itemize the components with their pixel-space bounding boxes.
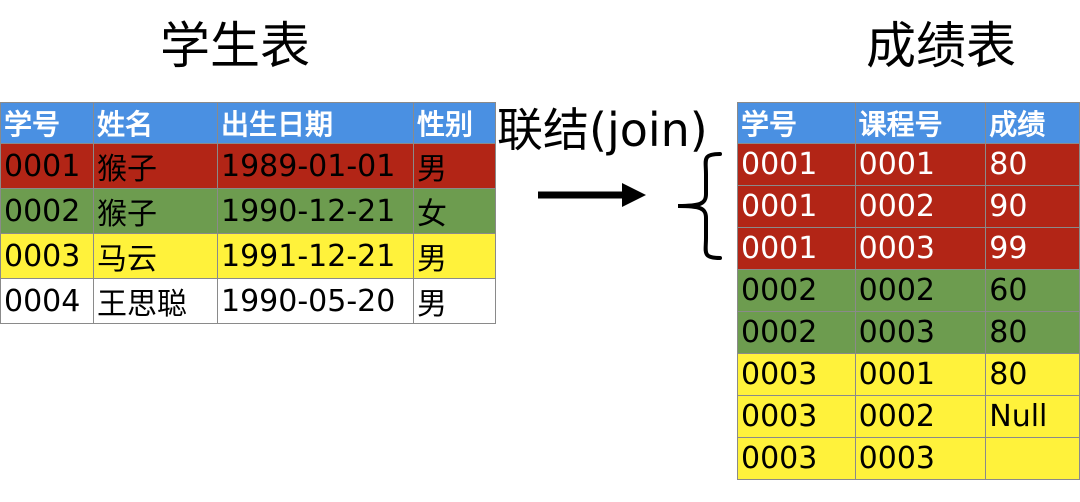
table-row: 0002 0003 80	[737, 311, 1080, 354]
students-table-header-row: 学号 姓名 出生日期 性别	[0, 102, 496, 144]
scores-table-header-row: 学号 课程号 成绩	[737, 102, 1080, 144]
table-cell: 0001	[0, 143, 94, 189]
table-row: 0004 王思聪 1990-05-20 男	[0, 278, 496, 324]
header-cell: 性别	[413, 102, 496, 144]
header-cell: 出生日期	[217, 102, 414, 144]
table-cell: 0001	[737, 227, 856, 270]
table-cell: 0003	[0, 233, 94, 279]
table-row: 0002 猴子 1990-12-21 女	[0, 188, 496, 234]
table-cell: 0004	[0, 278, 94, 324]
table-cell: 0003	[737, 437, 856, 480]
table-cell: 80	[985, 311, 1080, 354]
table-cell: 王思聪	[93, 278, 218, 324]
table-cell	[985, 437, 1080, 480]
header-cell: 成绩	[985, 102, 1080, 144]
table-cell: 99	[985, 227, 1080, 270]
table-cell: 0002	[737, 311, 856, 354]
table-cell: 0003	[854, 311, 987, 354]
table-cell: 女	[413, 188, 496, 234]
table-row: 0003 0002 Null	[737, 395, 1080, 438]
table-cell: 80	[985, 353, 1080, 396]
table-cell: 0002	[854, 395, 987, 438]
table-cell: 0002	[854, 269, 987, 312]
table-cell: 1990-12-21	[217, 188, 414, 234]
header-cell: 学号	[0, 102, 94, 144]
table-cell: 0002	[854, 185, 987, 228]
table-row: 0003 马云 1991-12-21 男	[0, 233, 496, 279]
table-cell: 60	[985, 269, 1080, 312]
table-cell: 马云	[93, 233, 218, 279]
table-row: 0001 0001 80	[737, 143, 1080, 186]
header-cell: 课程号	[854, 102, 987, 144]
scores-table: 学号 课程号 成绩 0001 0001 80 0001 0002 90 0001…	[737, 102, 1080, 480]
header-cell: 姓名	[93, 102, 218, 144]
students-table: 学号 姓名 出生日期 性别 0001 猴子 1989-01-01 男 0002 …	[0, 102, 496, 324]
table-cell: 80	[985, 143, 1080, 186]
table-cell: 0003	[854, 437, 987, 480]
table-cell: 0003	[854, 227, 987, 270]
table-cell: Null	[985, 395, 1080, 438]
table-cell: 男	[413, 143, 496, 189]
table-cell: 0003	[737, 353, 856, 396]
table-cell: 男	[413, 233, 496, 279]
right-arrow-icon	[538, 183, 646, 207]
table-cell: 男	[413, 278, 496, 324]
table-row: 0001 0002 90	[737, 185, 1080, 228]
table-cell: 0001	[854, 353, 987, 396]
table-row: 0001 猴子 1989-01-01 男	[0, 143, 496, 189]
table-cell: 0003	[737, 395, 856, 438]
table-cell: 1989-01-01	[217, 143, 414, 189]
join-label: 联结(join)	[497, 103, 708, 157]
table-row: 0001 0003 99	[737, 227, 1080, 270]
table-cell: 0002	[0, 188, 94, 234]
table-row: 0003 0001 80	[737, 353, 1080, 396]
table-cell: 1991-12-21	[217, 233, 414, 279]
students-table-title: 学生表	[160, 17, 310, 75]
table-cell: 猴子	[93, 143, 218, 189]
header-cell: 学号	[737, 102, 856, 144]
table-cell: 0001	[737, 143, 856, 186]
table-cell: 0001	[854, 143, 987, 186]
left-curly-brace-icon	[677, 152, 722, 260]
scores-table-title: 成绩表	[866, 17, 1016, 75]
table-row: 0003 0003	[737, 437, 1080, 480]
table-cell: 0001	[737, 185, 856, 228]
table-cell: 0002	[737, 269, 856, 312]
table-row: 0002 0002 60	[737, 269, 1080, 312]
table-cell: 90	[985, 185, 1080, 228]
table-cell: 1990-05-20	[217, 278, 414, 324]
table-cell: 猴子	[93, 188, 218, 234]
